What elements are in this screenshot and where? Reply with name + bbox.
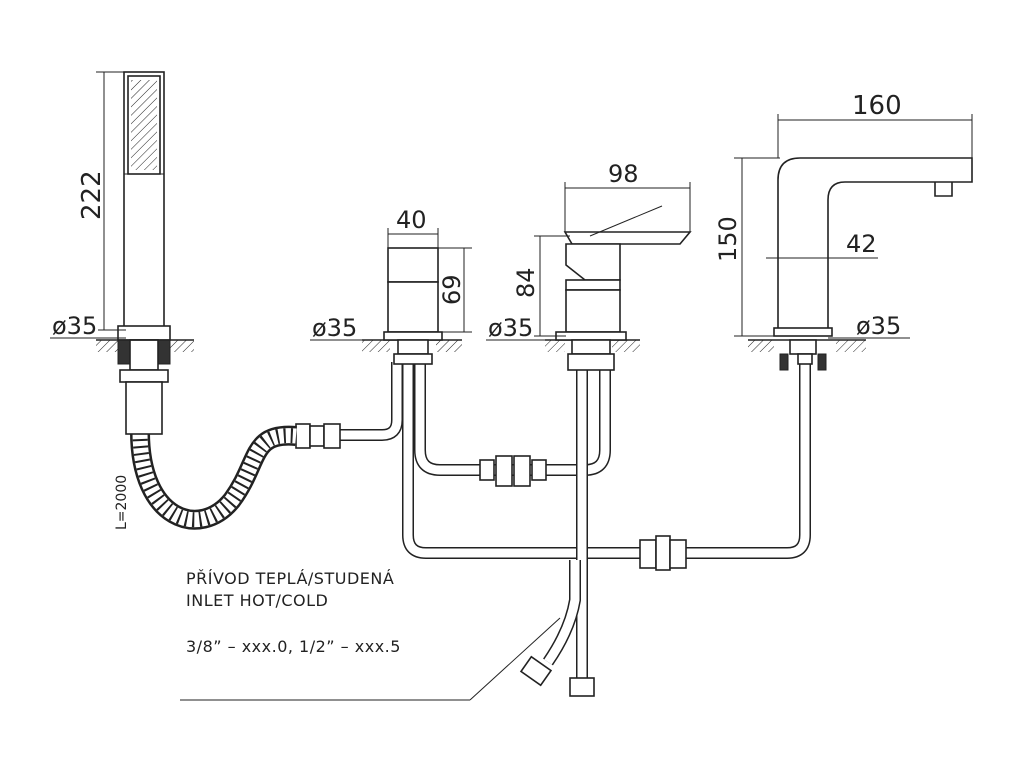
inlet-nut-straight xyxy=(569,677,595,697)
couplings xyxy=(295,423,687,697)
dim-diverter-width: 40 xyxy=(396,206,427,234)
dim-mixer-width: 98 xyxy=(608,160,639,188)
mixer-coupling xyxy=(479,455,547,487)
dim-spout-height: 150 xyxy=(714,216,742,262)
hose-coupling xyxy=(295,423,341,449)
inlet-label-en: INLET HOT/COLD xyxy=(186,591,328,610)
thread-note: 3/8” – xxx.0, 1/2” – xxx.5 xyxy=(186,637,401,656)
spout-coupling xyxy=(639,535,687,571)
dim-diverter-height: 69 xyxy=(438,274,466,305)
diverter xyxy=(383,247,443,365)
inlet-label-cz: PŘÍVOD TEPLÁ/STUDENÁ xyxy=(186,569,394,588)
spout xyxy=(773,157,973,371)
dim-spout-reach: 160 xyxy=(852,91,902,121)
dim-mixer-height: 84 xyxy=(512,267,540,298)
dim-handshower-diameter: ø35 xyxy=(52,312,97,340)
supply-pipes xyxy=(340,362,811,680)
dim-handshower-height: 222 xyxy=(77,170,107,220)
dim-mixer-diameter: ø35 xyxy=(488,314,533,342)
dim-spout-diameter: ø35 xyxy=(856,312,901,340)
dimension-texts: 222 ø35 L=2000 40 69 ø35 98 84 ø35 160 1… xyxy=(52,91,902,530)
shower-hose xyxy=(130,425,297,530)
dim-spout-offset: 42 xyxy=(846,230,877,258)
mixer xyxy=(555,205,692,371)
dim-diverter-diameter: ø35 xyxy=(312,314,357,342)
handshower xyxy=(117,71,171,435)
dim-hose-length: L=2000 xyxy=(114,475,130,530)
countertops xyxy=(96,339,866,352)
dimension-lines xyxy=(50,71,973,701)
inlet-nut-angled xyxy=(519,655,553,687)
inlet-labels: PŘÍVOD TEPLÁ/STUDENÁ INLET HOT/COLD 3/8”… xyxy=(186,569,401,656)
